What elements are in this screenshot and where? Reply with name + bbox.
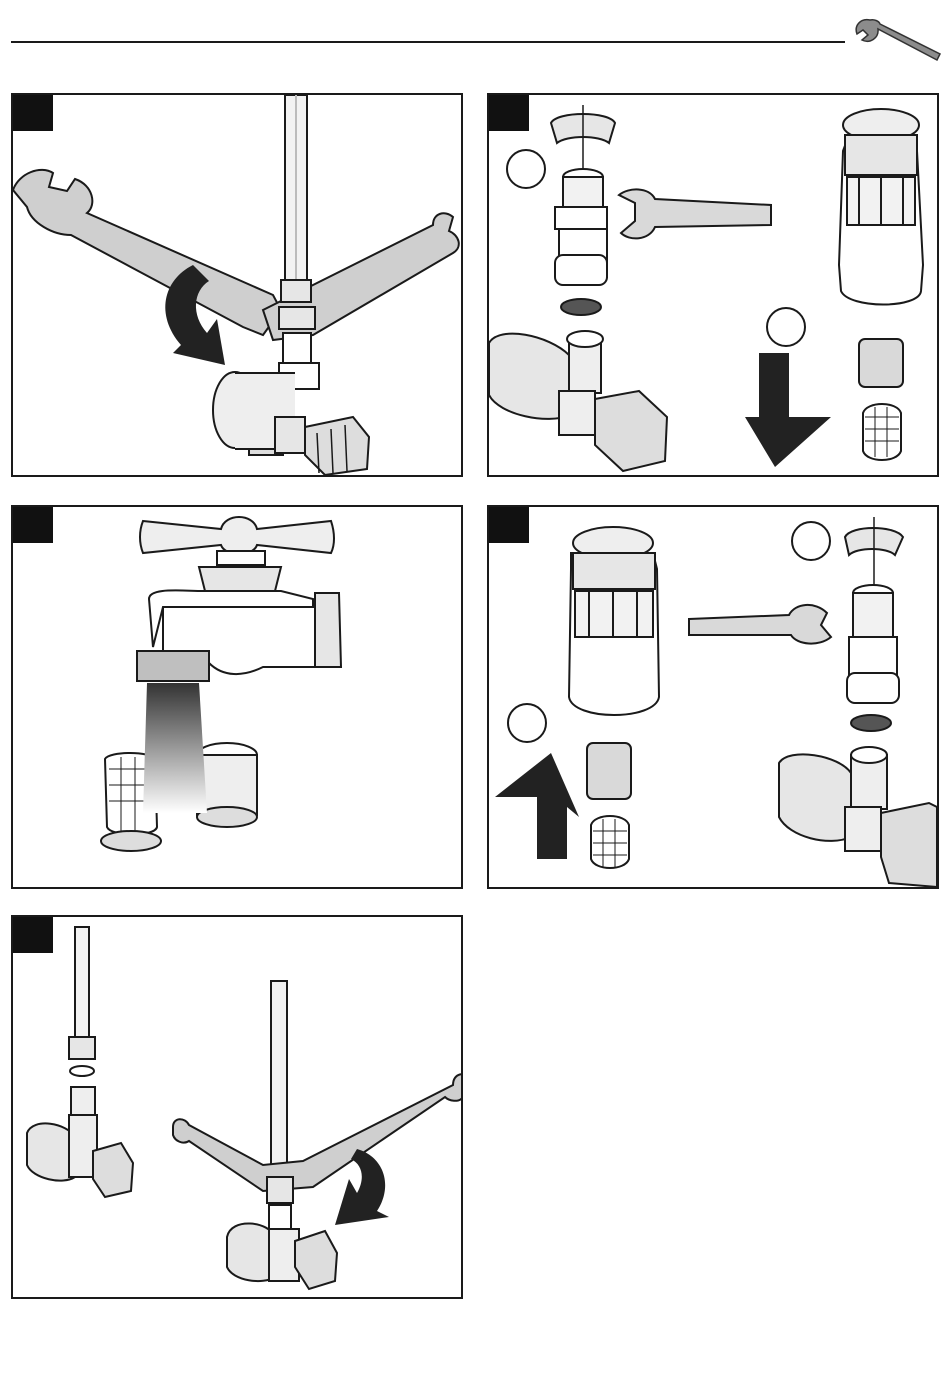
step-4-illustration [489, 507, 937, 887]
step-4-badge [489, 507, 529, 543]
step-2-badge [489, 95, 529, 131]
step-2-panel [487, 93, 939, 477]
step-3-panel [11, 505, 463, 889]
step-4-panel [487, 505, 939, 889]
step-5-illustration [13, 917, 461, 1297]
step-2-illustration [489, 95, 937, 475]
step-1-illustration [13, 95, 461, 475]
step-5-panel [11, 915, 463, 1299]
step-3-illustration [13, 507, 461, 887]
step-5-badge [13, 917, 53, 953]
step-3-badge [13, 507, 53, 543]
header-rule [11, 41, 845, 43]
wrench-icon [852, 12, 942, 66]
step-1-badge [13, 95, 53, 131]
step-1-panel [11, 93, 463, 477]
